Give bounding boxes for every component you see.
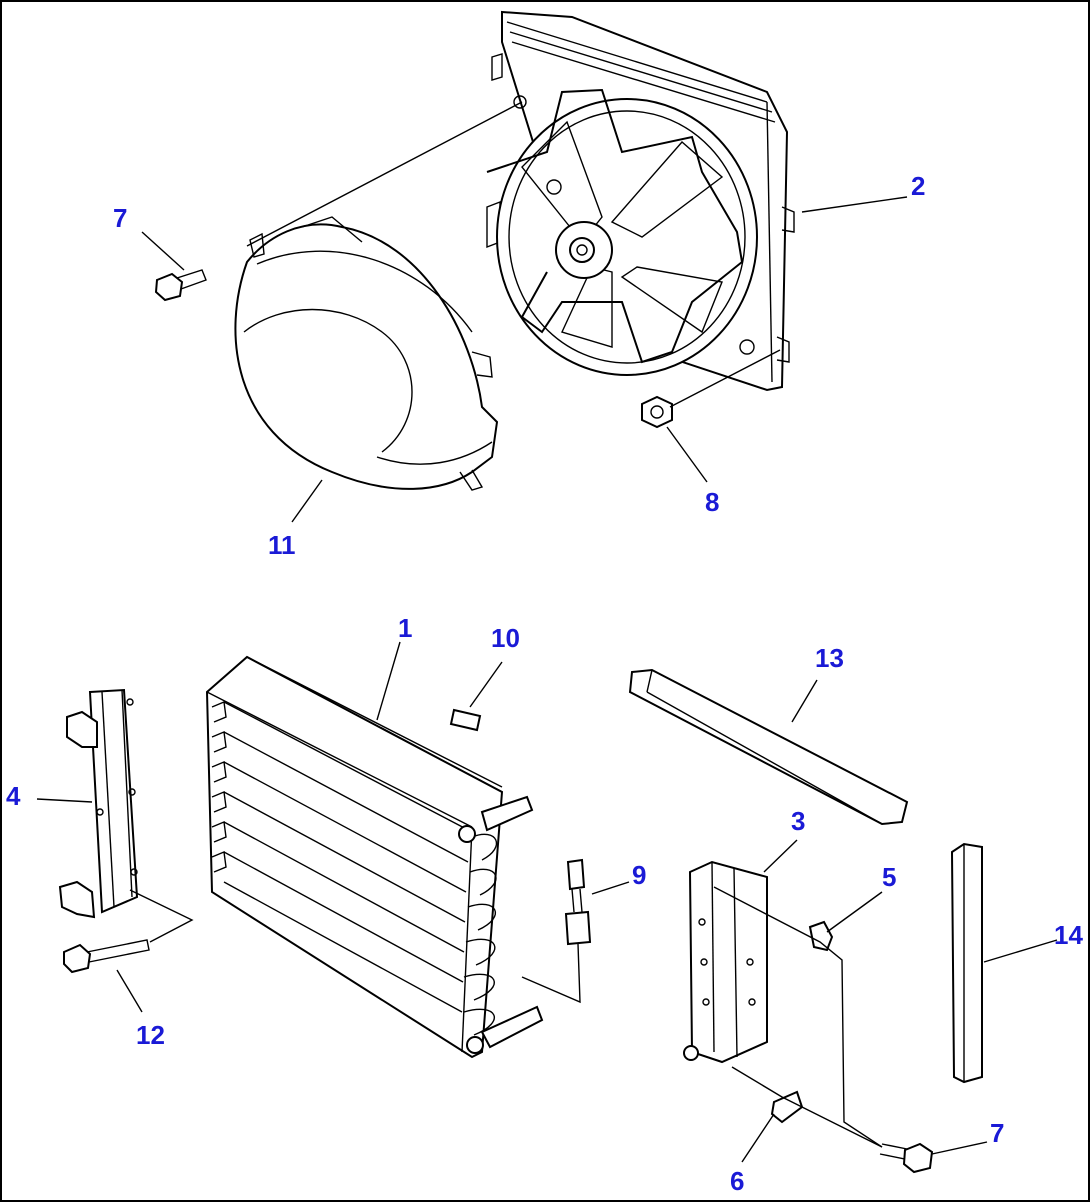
connector-line [731, 1066, 883, 1148]
callout-5: 5 [882, 862, 897, 892]
callout-6: 6 [730, 1166, 745, 1196]
right-bracket [683, 860, 768, 1064]
callout-7: 7 [113, 203, 128, 233]
callout-4: 4 [6, 781, 21, 811]
leader-lines [36, 196, 1058, 1163]
callout-9: 9 [632, 860, 647, 890]
callout-1: 1 [398, 613, 413, 643]
connector-line [246, 101, 523, 247]
callout-12-number: 12 [136, 1020, 165, 1050]
connector-line [129, 889, 194, 943]
radiator-condenser [205, 655, 544, 1059]
bolt-upper [154, 269, 207, 302]
callout-2: 2 [911, 171, 926, 201]
callout-14: 14 [1054, 920, 1083, 950]
fan-assembly [486, 10, 795, 392]
long-bolt [63, 939, 150, 974]
callout-3: 3 [791, 806, 806, 836]
seal-horizontal [628, 668, 909, 826]
callout-11: 11 [268, 530, 296, 560]
fan-shroud [234, 216, 499, 491]
callout-7-lower: 7 [990, 1118, 1005, 1148]
seal-vertical [950, 842, 983, 1084]
label-plate [449, 708, 482, 732]
clip-upper [808, 920, 834, 952]
left-bracket [58, 688, 139, 919]
connector-line [669, 349, 781, 408]
callout-8: 8 [705, 487, 720, 517]
bolt-lower [879, 1142, 934, 1174]
connector-line [521, 943, 581, 1004]
callout-10: 10 [491, 623, 520, 653]
pressure-switch [564, 858, 592, 946]
callout-13: 13 [815, 643, 844, 673]
connector-line [713, 886, 883, 1148]
clip-lower [770, 1090, 804, 1124]
nut [641, 395, 673, 429]
